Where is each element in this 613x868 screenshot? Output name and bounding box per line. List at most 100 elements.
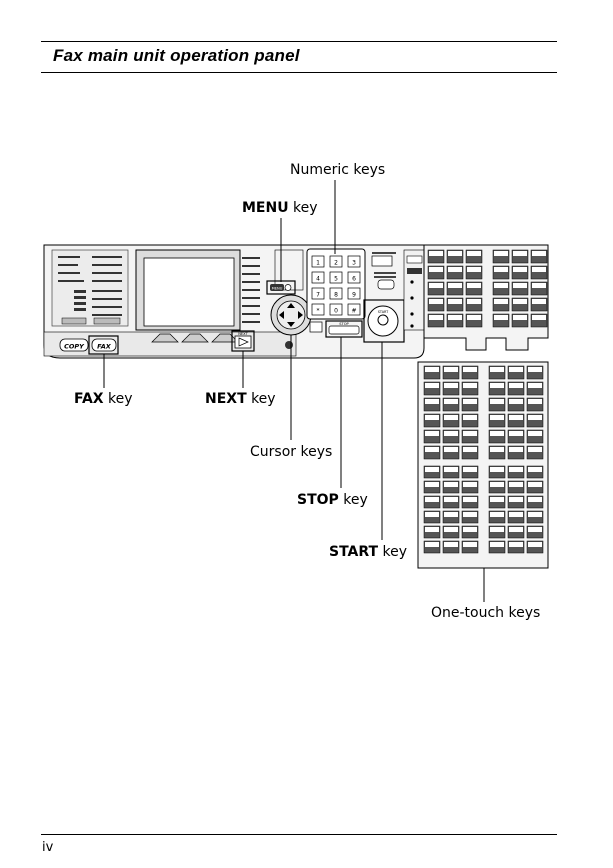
- one-touch-key-label-strip: [490, 431, 504, 436]
- one-touch-key-label-strip: [463, 415, 477, 420]
- key-labels: [372, 252, 396, 278]
- one-touch-key-label-strip: [429, 251, 443, 256]
- numeric-key-0: 0: [329, 303, 343, 316]
- one-touch-key-label-strip: [425, 367, 439, 372]
- one-touch-key-label-strip: [509, 512, 523, 517]
- stop-key-label: STOP: [339, 322, 349, 326]
- one-touch-key-label-strip: [494, 299, 508, 304]
- status-led-2: [410, 296, 414, 300]
- svg-text:2: 2: [334, 260, 338, 267]
- one-touch-key-label-strip: [425, 527, 439, 532]
- one-touch-key-label-strip: [509, 367, 523, 372]
- one-touch-key-label-strip: [532, 283, 546, 288]
- status-led-4: [410, 324, 414, 328]
- copy-key-label: COPY: [64, 343, 85, 351]
- cursor-right-icon: [298, 311, 303, 319]
- one-touch-key-label-strip: [425, 399, 439, 404]
- status-led-1: [410, 280, 414, 284]
- one-touch-key-label-strip: [448, 315, 462, 320]
- title-underline-rule: [41, 72, 557, 73]
- one-touch-key-label-strip: [463, 367, 477, 372]
- one-touch-key-label-strip: [467, 251, 481, 256]
- one-touch-key-label-strip: [528, 542, 542, 547]
- top-rule: [41, 41, 557, 42]
- svg-text:3: 3: [352, 260, 356, 267]
- cursor-keys-callout: Cursor keys: [250, 444, 333, 460]
- one-touch-key-label-strip: [494, 315, 508, 320]
- one-touch-key-label-strip: [528, 447, 542, 452]
- one-touch-key-label-strip: [528, 527, 542, 532]
- svg-text:9: 9: [352, 292, 356, 299]
- one-touch-key-label-strip: [509, 447, 523, 452]
- one-touch-key-label-strip: [429, 283, 443, 288]
- one-touch-key-label-strip: [467, 283, 481, 288]
- one-touch-key-label-strip: [444, 527, 458, 532]
- one-touch-key-label-strip: [528, 367, 542, 372]
- one-touch-key-label-strip: [463, 383, 477, 388]
- one-touch-key-label-strip: [444, 447, 458, 452]
- one-touch-key-label-strip: [463, 497, 477, 502]
- one-touch-key-label-strip: [463, 399, 477, 404]
- one-touch-key-label-strip: [444, 512, 458, 517]
- one-touch-key-label-strip: [509, 467, 523, 472]
- one-touch-key-label-strip: [467, 267, 481, 272]
- numeric-key-3: 3: [347, 255, 361, 268]
- one-touch-key-label-strip: [532, 315, 546, 320]
- svg-text:*: *: [317, 308, 320, 315]
- one-touch-key-label-strip: [528, 482, 542, 487]
- one-touch-key-label-strip: [425, 415, 439, 420]
- one-touch-key-label-strip: [429, 267, 443, 272]
- one-touch-key-label-strip: [490, 383, 504, 388]
- one-touch-key-label-strip: [425, 383, 439, 388]
- one-touch-key-label-strip: [509, 415, 523, 420]
- one-touch-key-label-strip: [448, 267, 462, 272]
- numeric-keypad[interactable]: 1 2 3 4 5 6 7 8 9 * 0 #: [311, 255, 361, 316]
- copy-key: [59, 338, 89, 352]
- one-touch-key-label-strip: [490, 467, 504, 472]
- one-touch-key-label-strip: [467, 299, 481, 304]
- svg-text:6: 6: [352, 276, 356, 283]
- redial-key: [377, 279, 395, 290]
- one-touch-key-label-strip: [509, 497, 523, 502]
- one-touch-key-label-strip: [494, 267, 508, 272]
- start-icon: [377, 314, 389, 326]
- one-touch-key-label-strip: [490, 497, 504, 502]
- one-touch-key-label-strip: [448, 283, 462, 288]
- menu-led-icon: [284, 284, 292, 291]
- stop-key-highlight: [325, 320, 363, 338]
- setting-indicators: [58, 256, 122, 316]
- one-touch-key-label-strip: [429, 299, 443, 304]
- one-touch-key-label-strip: [463, 482, 477, 487]
- one-touch-key-label-strip: [448, 251, 462, 256]
- numeric-key-5: 5: [329, 271, 343, 284]
- stop-key-callout: STOP key: [297, 492, 368, 508]
- one-touch-key-label-strip: [490, 447, 504, 452]
- next-arrow-icon: [238, 337, 249, 347]
- contrast-button: [61, 317, 87, 325]
- one-touch-key-label-strip: [463, 542, 477, 547]
- reset-key: [309, 321, 323, 333]
- svg-text:8: 8: [334, 292, 338, 299]
- speed-dial-key: [371, 255, 393, 267]
- one-touch-key-label-strip: [528, 467, 542, 472]
- numeric-key-star: *: [311, 303, 325, 316]
- start-key-callout: START key: [329, 544, 408, 560]
- energy-saver-icon: [285, 341, 293, 349]
- one-touch-key-label-strip: [444, 497, 458, 502]
- one-touch-key-label-strip: [513, 251, 527, 256]
- one-touch-key-label-strip: [444, 467, 458, 472]
- one-touch-key-label-strip: [463, 527, 477, 532]
- one-touch-key-label-strip: [528, 497, 542, 502]
- one-touch-key-label-strip: [528, 383, 542, 388]
- one-touch-key-label-strip: [444, 482, 458, 487]
- svg-text:5: 5: [334, 276, 338, 283]
- one-touch-keys-lower-group[interactable]: [423, 365, 544, 554]
- fax-key: [91, 338, 117, 352]
- page-title: Fax main unit operation panel: [53, 46, 300, 65]
- one-touch-key-label-strip: [528, 415, 542, 420]
- one-touch-keys-top-group[interactable]: [427, 249, 548, 328]
- one-touch-key-label-strip: [513, 267, 527, 272]
- setting-section: [51, 249, 129, 327]
- one-touch-key-label-strip: [425, 447, 439, 452]
